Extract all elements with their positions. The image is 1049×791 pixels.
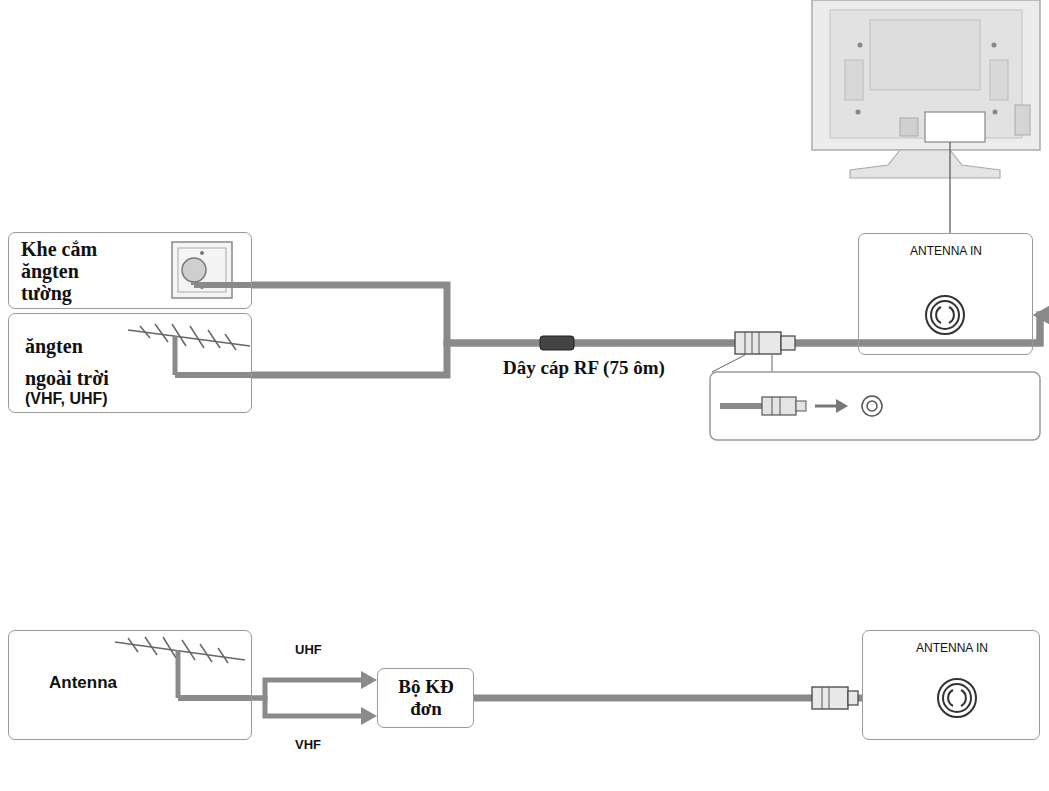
amplifier-box: Bộ KĐ đơn [377,668,474,728]
node-label: Bộ KĐ đơn [391,676,461,720]
cable-connector [252,671,377,698]
wall-plate-icon [172,242,252,298]
tv-illustration [812,0,1040,233]
cable-connector [252,285,1049,343]
node-label: ăngten ngoài trời [25,330,130,394]
outdoor-antenna-box: ăngten ngoài trời(VHF, UHF) [8,313,252,413]
node-label: ANTENNA IN [906,244,986,258]
ferrite-bead [540,336,574,350]
outdoor-antenna-icon [128,324,252,375]
node-label: (VHF, UHF) [25,390,155,408]
cable-connector [474,698,862,699]
edge-label: VHF [292,737,324,752]
cable-connector [252,698,377,725]
antenna-in-panel: ANTENNA IN [862,630,1040,740]
edge-label: UHF [292,642,325,657]
antenna-jack [926,296,964,334]
antenna-box: Antenna [8,630,252,740]
node-label: Antenna [49,673,139,693]
plug-detail-inset [710,355,1040,440]
antenna-jack [938,679,976,717]
rf-plug [735,332,795,354]
node-label: Khe cắm ăngten tường [21,238,121,304]
wall-socket-box: Khe cắm ăngten tường [8,232,252,309]
antenna-icon [115,637,252,698]
edge-label: Dây cáp RF (75 ôm) [500,357,668,379]
antenna-in-panel: ANTENNA IN [858,233,1033,355]
node-label: ANTENNA IN [912,641,992,655]
rf-plug [812,687,858,709]
